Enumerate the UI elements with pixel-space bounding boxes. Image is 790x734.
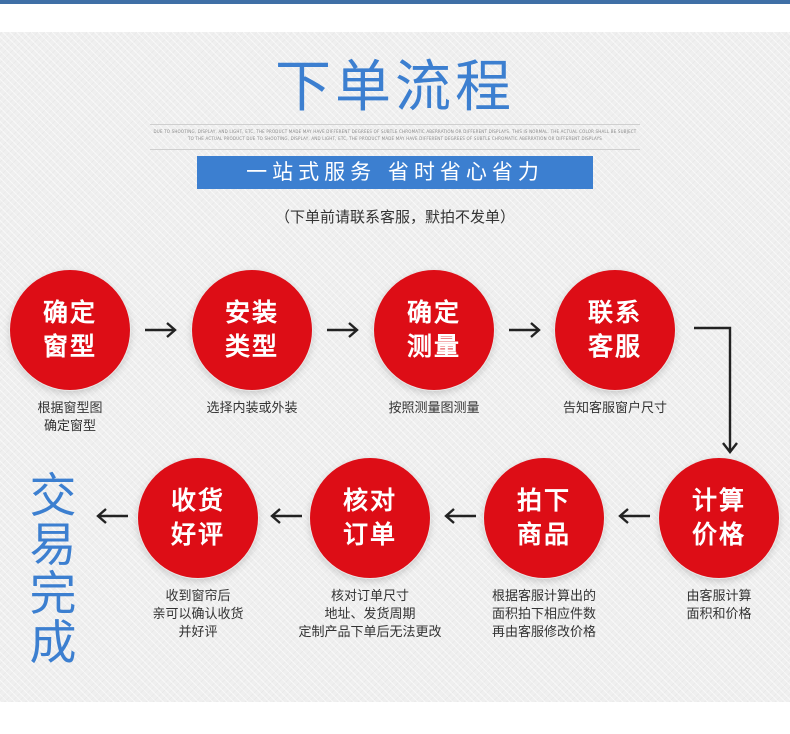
fineprint-text: DUE TO SHOOTING, DISPLAY, AND LIGHT, ETC… [153, 129, 637, 141]
step-label-line1: 收货 [170, 486, 225, 515]
desc-line: 根据客服计算出的 [491, 589, 596, 604]
step-description: 核对订单尺寸 地址、发货周期 定制产品下单后无法更改 [285, 588, 455, 642]
step-label-line2: 测量 [406, 332, 461, 361]
step-receive-review: 收货 好评 [138, 458, 258, 578]
top-rule [0, 0, 790, 4]
arrow-turn-down-icon [694, 326, 738, 454]
desc-line: 告知客服窗户尺寸 [562, 401, 667, 416]
step-install-type: 安装 类型 [192, 270, 312, 390]
desc-line: 按照测量图测量 [388, 401, 480, 416]
step-label-line2: 商品 [516, 520, 571, 549]
step-label-line1: 安装 [224, 298, 279, 327]
page-title: 下单流程 [275, 55, 515, 120]
step-label-line1: 联系 [587, 298, 642, 327]
desc-line: 亲可以确认收货 [152, 607, 244, 622]
finish-char: 成 [29, 616, 77, 671]
order-note: （下单前请联系客服，默拍不发单） [274, 208, 515, 226]
step-description: 根据客服计算出的 面积拍下相应件数 再由客服修改价格 [459, 588, 629, 642]
step-label-line2: 订单 [342, 520, 397, 549]
desc-line: 地址、发货周期 [324, 607, 416, 622]
arrow-left-icon [444, 508, 476, 524]
desc-line: 核对订单尺寸 [330, 589, 409, 604]
step-contact-service: 联系 客服 [555, 270, 675, 390]
step-description: 按照测量图测量 [349, 400, 519, 418]
finish-char: 完 [29, 567, 77, 622]
step-label-line1: 核对 [342, 486, 397, 515]
step-confirm-measure: 确定 测量 [374, 270, 494, 390]
step-label-line2: 好评 [170, 520, 225, 549]
desc-line: 由客服计算 [686, 589, 752, 604]
desc-line: 定制产品下单后无法更改 [298, 625, 442, 640]
step-calculate-price: 计算 价格 [659, 458, 779, 578]
desc-line: 收到窗帘后 [165, 589, 231, 604]
step-place-order: 拍下 商品 [484, 458, 604, 578]
step-label-line2: 类型 [224, 332, 279, 361]
step-description: 由客服计算 面积和价格 [634, 588, 790, 624]
arrow-left-icon [618, 508, 650, 524]
finish-char: 易 [29, 518, 77, 573]
step-label-line2: 窗型 [42, 332, 97, 361]
arrow-right-icon [327, 322, 359, 338]
arrow-right-icon [509, 322, 541, 338]
transaction-complete-text: 交 易 完 成 [28, 472, 78, 668]
fineprint-rule-top [150, 124, 640, 125]
desc-line: 选择内装或外装 [206, 401, 298, 416]
arrow-right-icon [145, 322, 177, 338]
step-label-line2: 价格 [691, 520, 746, 549]
desc-line: 面积拍下相应件数 [491, 607, 596, 622]
desc-line: 面积和价格 [686, 607, 752, 622]
step-label-line2: 客服 [587, 332, 642, 361]
slogan-banner: 一站式服务 省时省心省力 [197, 156, 593, 189]
finish-char: 交 [29, 469, 77, 524]
step-label-line1: 拍下 [516, 486, 571, 515]
desc-line: 并好评 [178, 625, 218, 640]
desc-line: 确定窗型 [43, 419, 96, 434]
arrow-left-icon [270, 508, 302, 524]
arrow-left-icon [96, 508, 128, 524]
step-description: 告知客服窗户尺寸 [530, 400, 700, 418]
fineprint-rule-bottom [150, 149, 640, 150]
step-confirm-window-type: 确定 窗型 [10, 270, 130, 390]
step-description: 根据窗型图 确定窗型 [0, 400, 155, 436]
step-description: 选择内装或外装 [167, 400, 337, 418]
desc-line: 再由客服修改价格 [491, 625, 596, 640]
step-label-line1: 确定 [406, 298, 461, 327]
step-verify-order: 核对 订单 [310, 458, 430, 578]
step-label-line1: 计算 [691, 486, 746, 515]
desc-line: 根据窗型图 [37, 401, 103, 416]
step-description: 收到窗帘后 亲可以确认收货 并好评 [113, 588, 283, 642]
step-label-line1: 确定 [42, 298, 97, 327]
